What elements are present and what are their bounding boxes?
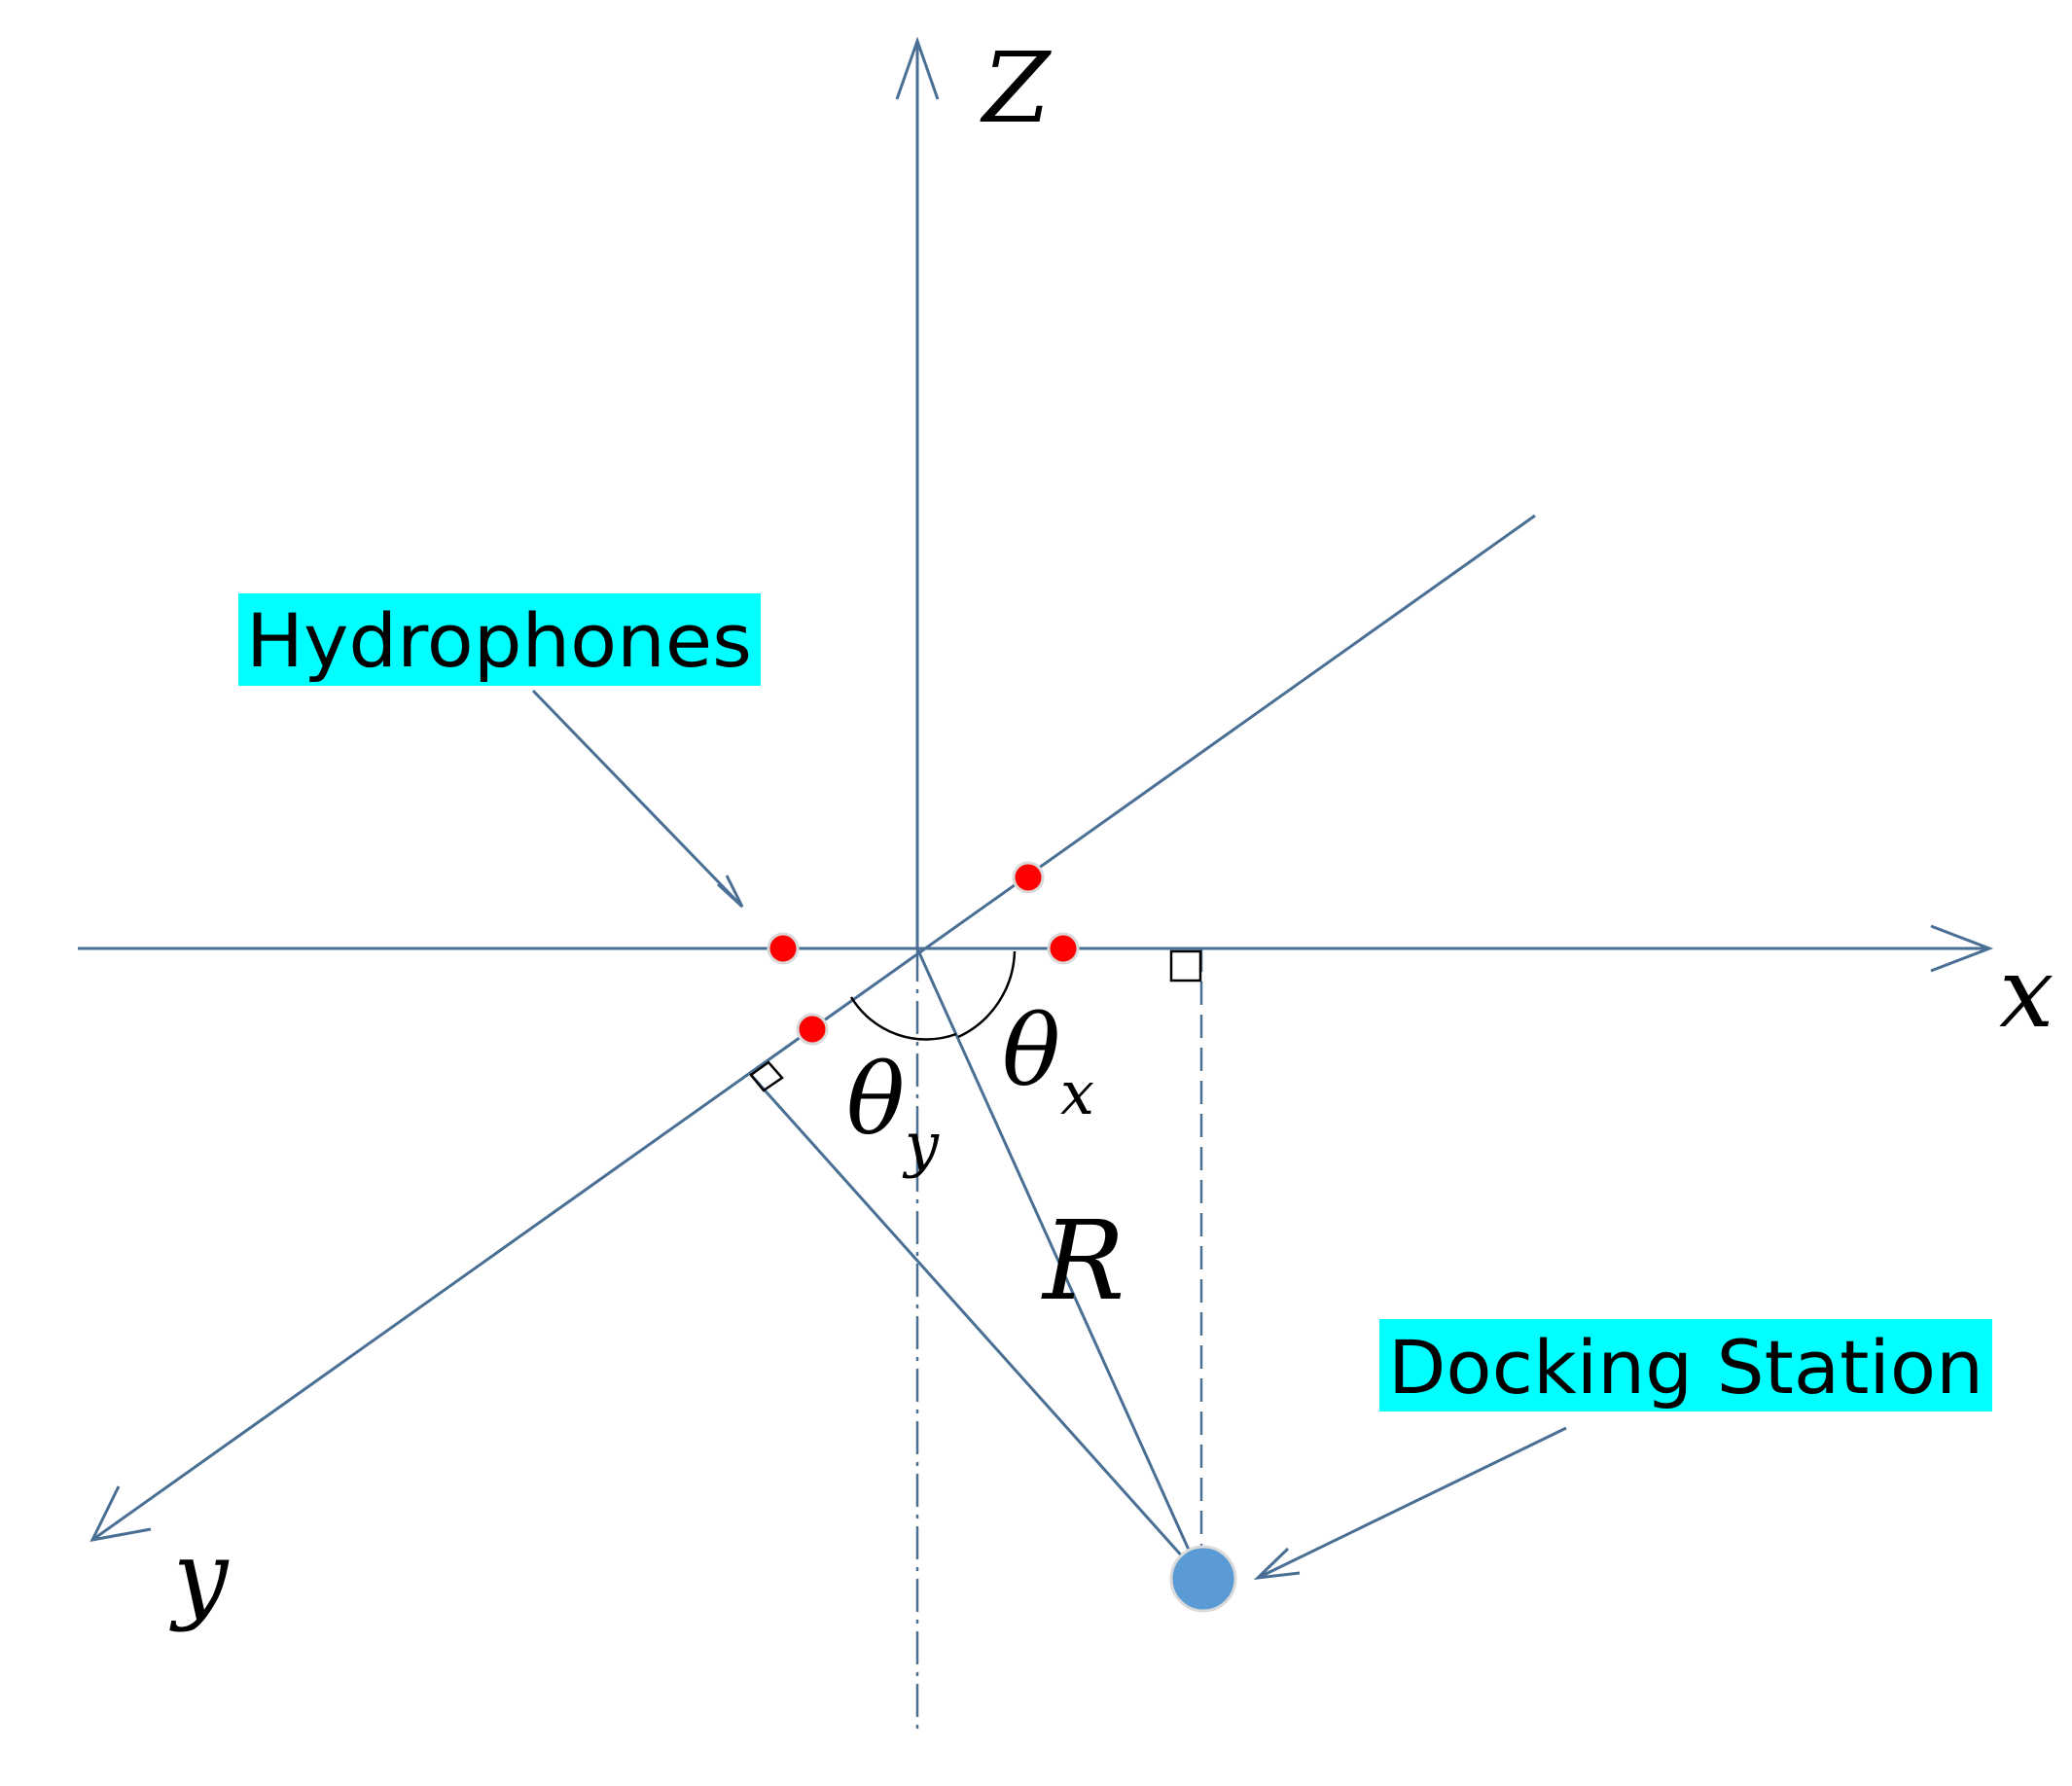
theta-x-symbol: θ	[1002, 994, 1060, 1108]
docking-station-callout-bg	[1379, 1319, 1992, 1411]
hydrophone-left	[767, 932, 800, 965]
hydrophone-back	[1012, 861, 1045, 894]
theta-y-subscript: y	[902, 1109, 940, 1180]
y-axis-label: y	[169, 1519, 230, 1633]
theta-x-arc	[957, 950, 1017, 1039]
docking-station-marker	[1169, 1545, 1237, 1613]
docking-station-callout-arrow	[1257, 1426, 1567, 1580]
hydrophones-callout-arrowhead	[716, 875, 744, 909]
hydrophones-callout-arrow	[531, 689, 744, 909]
y-axis-perpendicular	[749, 1073, 1203, 1580]
hydrophones-callout-text: Hydrophones	[246, 597, 752, 684]
x-right-angle-marker	[1169, 949, 1202, 982]
theta-x-subscript: x	[1060, 1057, 1094, 1128]
hydrophone-right	[1047, 932, 1080, 965]
x-axis-label: x	[1999, 936, 2054, 1050]
hydrophone-group	[767, 861, 1080, 1046]
hydrophone-front	[796, 1013, 829, 1046]
y-axis-arrowhead	[89, 1485, 152, 1543]
hydrophones-callout-bg	[238, 593, 761, 686]
y-right-angle-marker	[749, 1060, 784, 1092]
range-label: R	[1041, 1198, 1125, 1325]
theta-y-symbol: θ	[846, 1043, 905, 1157]
z-axis-label: Z	[980, 31, 1052, 145]
theta-y-arc	[849, 996, 957, 1041]
docking-station-callout-arrowhead	[1253, 1547, 1301, 1581]
range-line-R	[915, 947, 1203, 1579]
z-axis-arrowhead	[895, 36, 940, 100]
x-axis-arrowhead	[1930, 924, 1994, 973]
docking-station-callout-text: Docking Station	[1388, 1324, 1983, 1411]
